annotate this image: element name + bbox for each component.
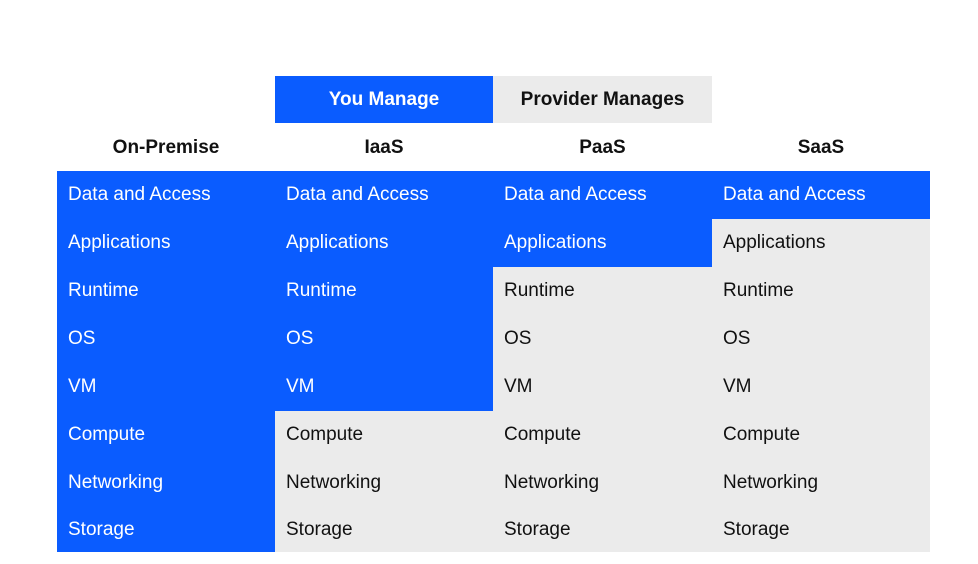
- layer-cell-networking: Networking: [275, 459, 493, 507]
- layer-cell-storage: Storage: [493, 507, 712, 552]
- layer-cell-compute: Compute: [57, 411, 275, 459]
- layer-cell-vm: VM: [712, 363, 930, 411]
- layer-cell-os: OS: [493, 315, 712, 363]
- layer-cell-applications: Applications: [712, 219, 930, 267]
- layer-cell-vm: VM: [275, 363, 493, 411]
- layer-cell-storage: Storage: [57, 507, 275, 552]
- layer-cell-os: OS: [57, 315, 275, 363]
- legend-provider-manages: Provider Manages: [493, 76, 712, 123]
- layer-cell-runtime: Runtime: [712, 267, 930, 315]
- layer-cell-applications: Applications: [57, 219, 275, 267]
- layer-cell-vm: VM: [493, 363, 712, 411]
- layer-cell-networking: Networking: [57, 459, 275, 507]
- layer-cell-applications: Applications: [275, 219, 493, 267]
- layer-cell-runtime: Runtime: [275, 267, 493, 315]
- layer-cell-data-and-access: Data and Access: [493, 171, 712, 219]
- column-header-saas: SaaS: [797, 136, 845, 158]
- layer-cell-compute: Compute: [275, 411, 493, 459]
- legend-you-manage: You Manage: [275, 76, 493, 123]
- layer-cell-storage: Storage: [712, 507, 930, 552]
- layer-cell-storage: Storage: [275, 507, 493, 552]
- layer-cell-data-and-access: Data and Access: [57, 171, 275, 219]
- layer-cell-data-and-access: Data and Access: [712, 171, 930, 219]
- layer-cell-runtime: Runtime: [57, 267, 275, 315]
- layer-cell-os: OS: [275, 315, 493, 363]
- layer-cell-os: OS: [712, 315, 930, 363]
- layer-cell-compute: Compute: [712, 411, 930, 459]
- column-header-on-premise: On-Premise: [112, 136, 220, 158]
- layer-cell-data-and-access: Data and Access: [275, 171, 493, 219]
- layer-cell-vm: VM: [57, 363, 275, 411]
- column-header-paas: PaaS: [579, 136, 626, 158]
- layer-cell-applications: Applications: [493, 219, 712, 267]
- layer-cell-networking: Networking: [712, 459, 930, 507]
- layer-cell-networking: Networking: [493, 459, 712, 507]
- layer-cell-compute: Compute: [493, 411, 712, 459]
- layer-cell-runtime: Runtime: [493, 267, 712, 315]
- column-header-iaas: IaaS: [364, 136, 404, 158]
